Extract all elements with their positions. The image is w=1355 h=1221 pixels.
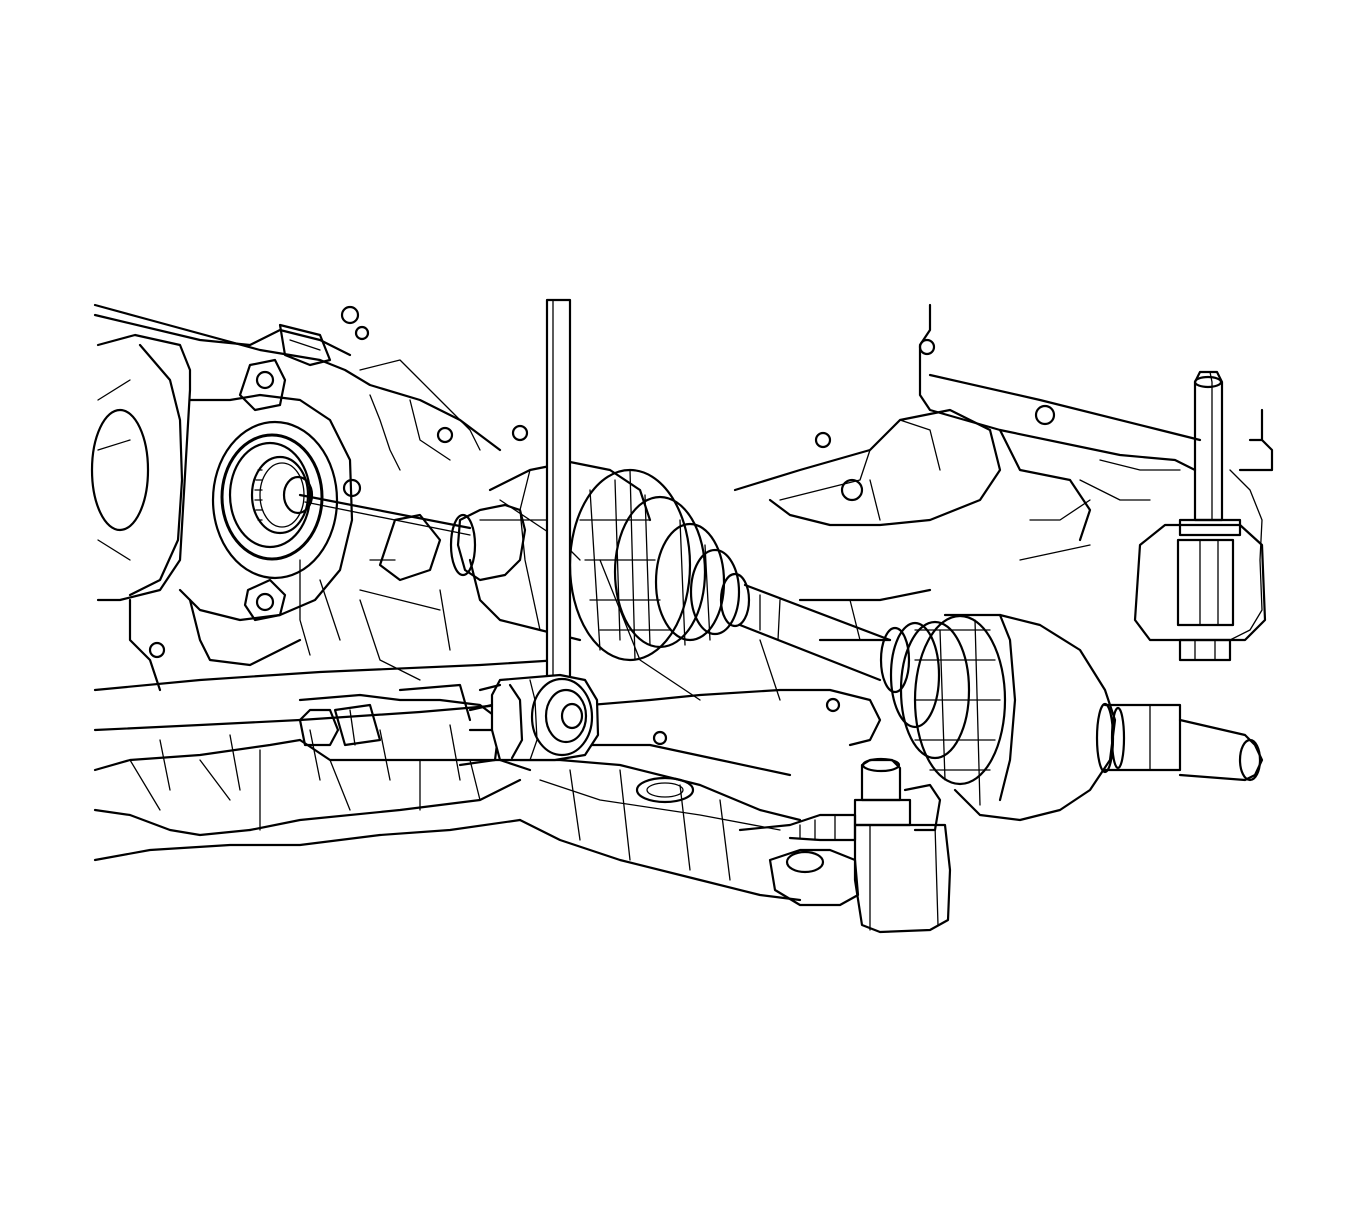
- bolt-hole-icon: [255, 370, 275, 390]
- mount-hole-icon: [840, 478, 864, 502]
- stabilizer-link: [468, 298, 600, 762]
- bolt-hole-icon: [354, 325, 370, 341]
- subframe: [733, 303, 1274, 641]
- bolt-hole-icon: [342, 478, 362, 498]
- bolt-hole-icon: [148, 641, 166, 659]
- diff-cover-icon: [90, 408, 150, 532]
- axle-shaft: [738, 583, 892, 682]
- output-shaft-seal: [211, 420, 339, 580]
- bolt-hole-icon: [340, 305, 360, 325]
- bolt-hole-icon: [652, 730, 668, 746]
- mount-hole-icon: [918, 338, 936, 356]
- bolt-hole-icon: [255, 592, 275, 612]
- transmission-case: [90, 303, 529, 692]
- ball-joint: [738, 757, 952, 934]
- mount-hole-icon: [814, 431, 832, 449]
- bolt-hole-icon: [511, 424, 529, 442]
- mount-hole-icon: [1034, 404, 1056, 426]
- outer-cv-joint: [879, 613, 1264, 822]
- bolt-hole-icon: [825, 697, 841, 713]
- alignment-line: [298, 493, 472, 530]
- strut-mount-stud: [1133, 370, 1267, 662]
- bolt-hole-icon: [436, 426, 454, 444]
